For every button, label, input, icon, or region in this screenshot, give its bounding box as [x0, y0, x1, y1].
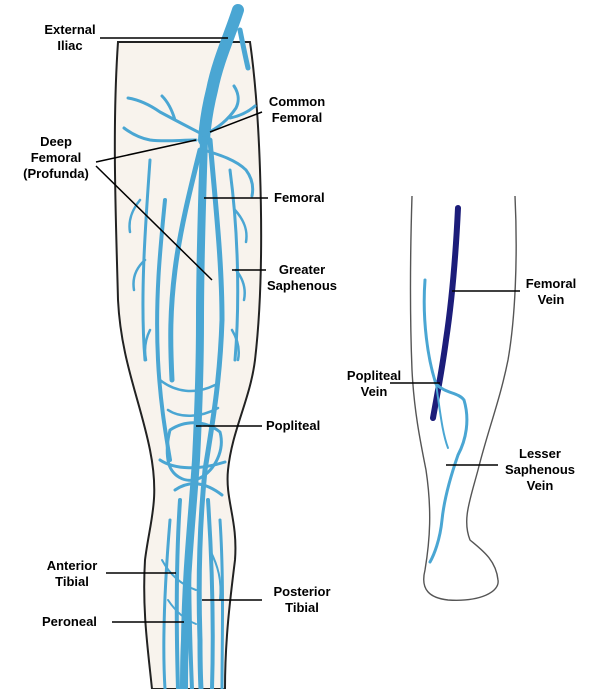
- label-external-iliac: External Iliac: [40, 22, 100, 54]
- label-popliteal-vein: Popliteal Vein: [340, 368, 408, 400]
- label-greater-saphenous: Greater Saphenous: [266, 262, 338, 294]
- label-peroneal: Peroneal: [42, 614, 97, 630]
- label-deep-femoral: Deep Femoral (Profunda): [14, 134, 98, 182]
- label-femoral-vein: Femoral Vein: [520, 276, 582, 308]
- label-popliteal: Popliteal: [266, 418, 320, 434]
- label-common-femoral: Common Femoral: [262, 94, 332, 126]
- label-femoral: Femoral: [274, 190, 325, 206]
- label-lesser-saphenous-vein: Lesser Saphenous Vein: [498, 446, 582, 494]
- label-anterior-tibial: Anterior Tibial: [38, 558, 106, 590]
- label-posterior-tibial: Posterior Tibial: [264, 584, 340, 616]
